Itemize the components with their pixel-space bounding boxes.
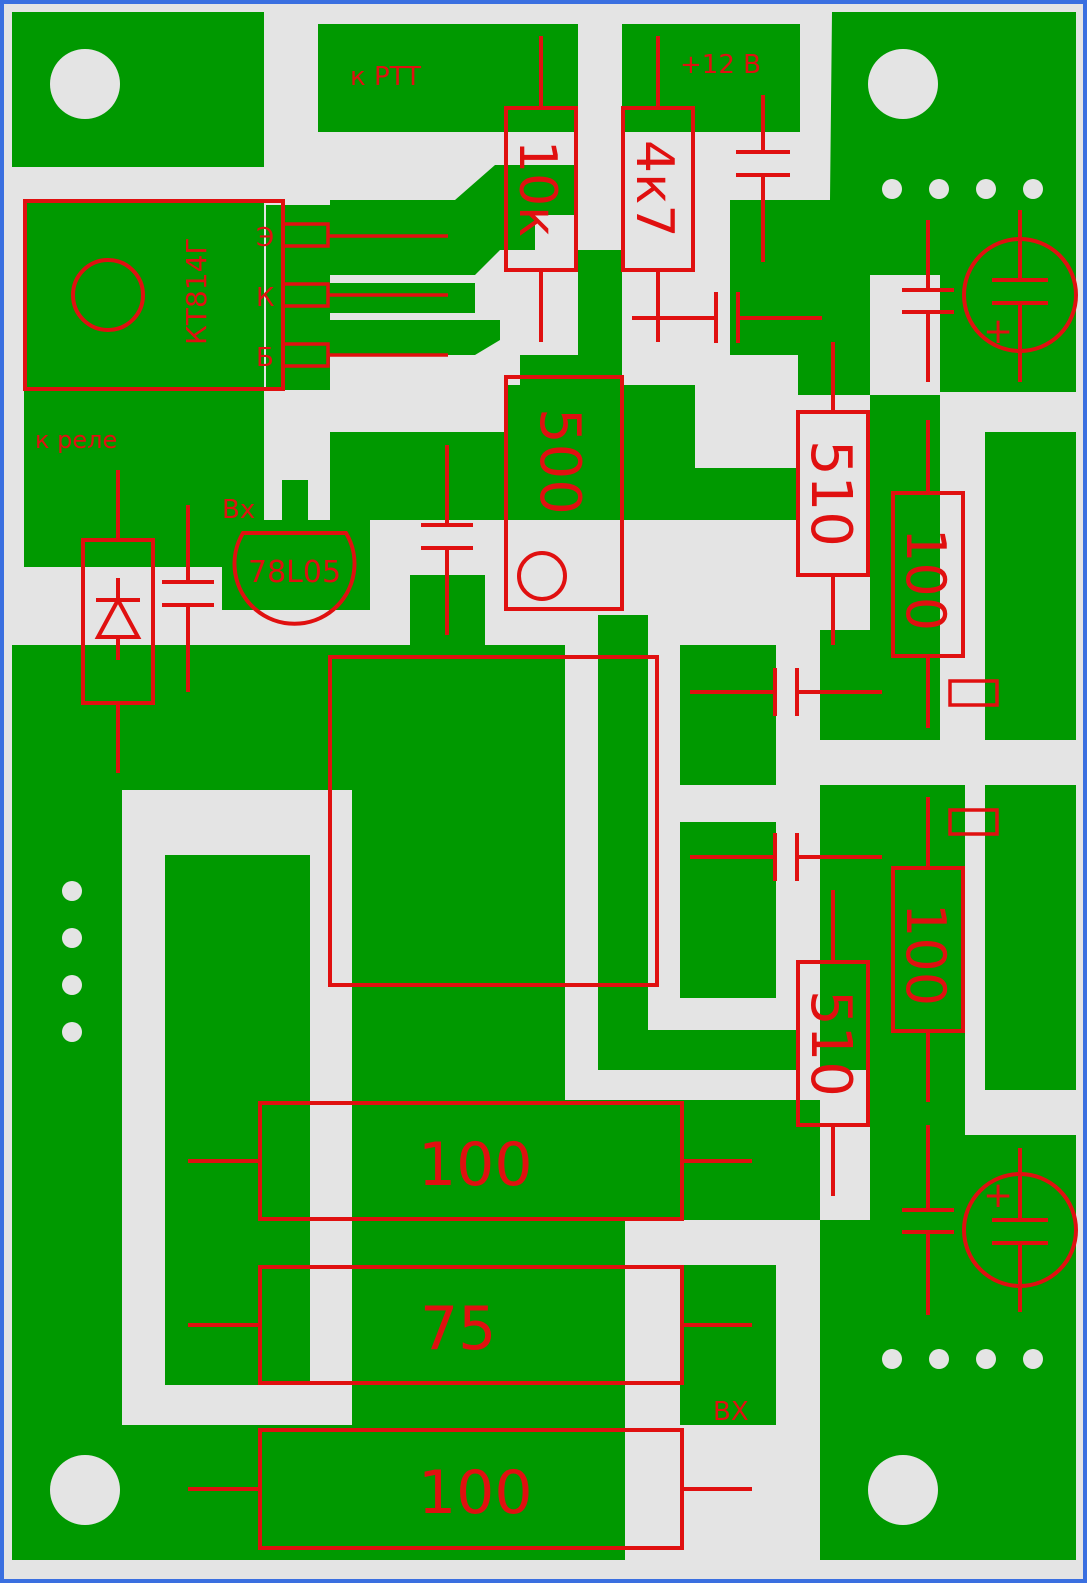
capacitor-c3 [902, 220, 954, 382]
capacitor-c2 [632, 292, 822, 343]
electrolytic-top-plus: + [983, 311, 1013, 352]
transistor-name: КТ814Г [180, 237, 213, 345]
mounting-holes [50, 49, 938, 1525]
trimmer-500: 500 [504, 375, 624, 611]
copper-layer [12, 12, 1076, 1560]
resistor-510-top-label: 510 [798, 440, 863, 547]
resistor-100-big-top: 100 [188, 1101, 752, 1221]
resistor-510-bottom: 510 [796, 890, 870, 1196]
resistor-100-big-bottom: 100 [188, 1428, 752, 1550]
label-ptt: к PTT [350, 62, 421, 92]
label-relay: к реле [35, 426, 117, 454]
resistor-10k-label: 10к [507, 140, 567, 238]
label-vx-bottom: ВХ [713, 1397, 749, 1427]
diode [81, 470, 155, 773]
transistor-pin-b: Б [256, 343, 274, 373]
resistor-100-right-bottom: 100 [891, 797, 965, 1102]
pad-outline-bottom [948, 808, 999, 836]
via-holes [62, 179, 1043, 1369]
capacitor-c4 [162, 505, 214, 692]
electrolytic-capacitor-top: + [962, 210, 1078, 382]
resistor-100-big-top-label: 100 [418, 1130, 533, 1200]
pad-outline-top [948, 679, 999, 707]
resistor-4k7: 4к7 [621, 36, 695, 342]
transistor-pin-k: К [256, 283, 274, 313]
capacitor-c5 [421, 445, 473, 635]
regulator-78l05: 78L05 [232, 531, 357, 626]
resistor-75-big-label: 75 [420, 1294, 496, 1364]
resistor-100-right-top-label: 100 [894, 528, 957, 631]
label-plus12: +12 В [680, 50, 761, 80]
label-vx-top: Вх [222, 495, 255, 525]
resistor-75-big: 75 [188, 1265, 752, 1385]
capacitor-c8 [902, 1125, 954, 1315]
transistor-kt814g: КТ814Г Э К Б [23, 199, 448, 391]
electrolytic-bottom-plus: + [983, 1175, 1013, 1216]
electrolytic-capacitor-bottom: + [962, 1148, 1078, 1312]
trimmer-500-label: 500 [527, 408, 592, 515]
resistor-10k: 10к [504, 36, 578, 342]
capacitor-c7 [690, 833, 882, 881]
resistor-100-big-bottom-label: 100 [418, 1458, 533, 1528]
resistor-100-right-top: 100 [891, 420, 965, 728]
resistor-510-bottom-label: 510 [798, 990, 863, 1097]
regulator-name: 78L05 [248, 555, 341, 590]
resistor-4k7-label: 4к7 [624, 140, 684, 238]
capacitor-c6 [690, 668, 882, 716]
component-outline-large [328, 655, 659, 987]
transistor-pin-e: Э [256, 223, 274, 253]
resistor-100-right-bottom-label: 100 [894, 903, 957, 1006]
silkscreen-layer: КТ814Г Э К Б к PTT +12 В к реле Вх ВХ 10… [23, 36, 1078, 1550]
capacitor-c1 [736, 95, 790, 262]
resistor-510-top: 510 [796, 342, 870, 645]
